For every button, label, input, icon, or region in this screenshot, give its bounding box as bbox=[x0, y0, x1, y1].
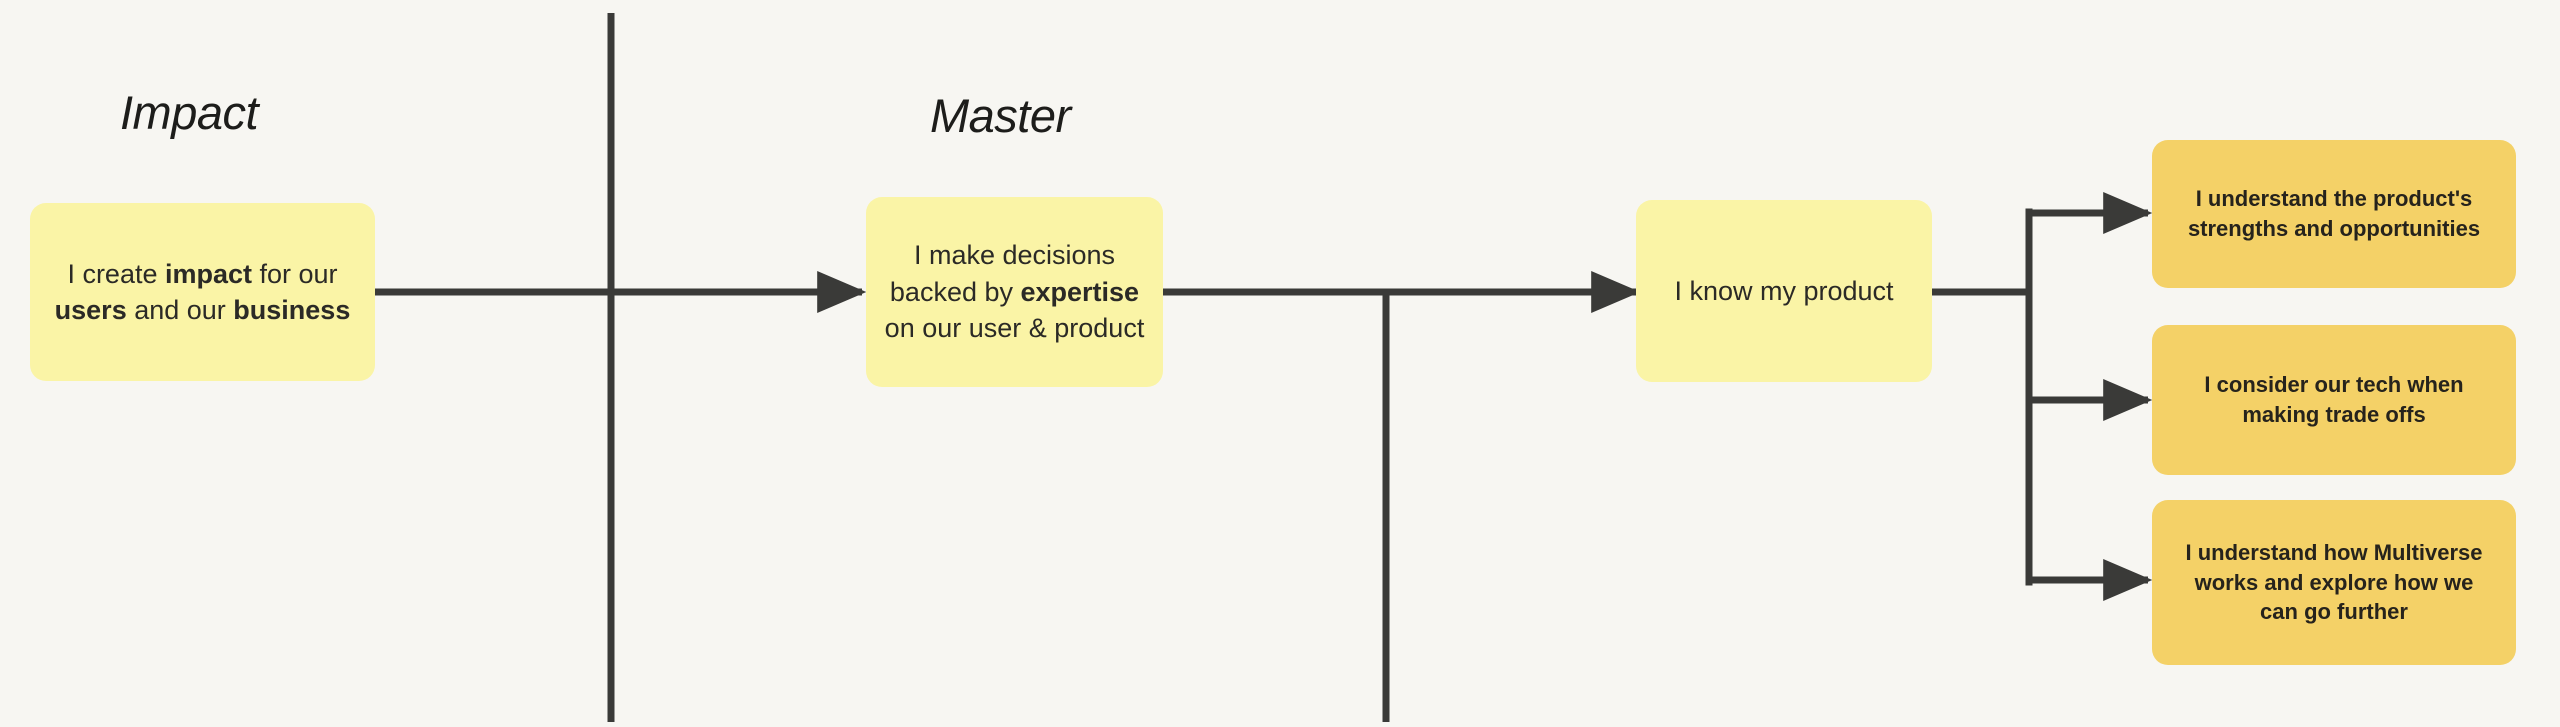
master-card[interactable]: I make decisions backed by expertise on … bbox=[866, 197, 1163, 387]
branch-card-2-text: I consider our tech when making trade of… bbox=[2204, 372, 2464, 427]
heading-impact: Impact bbox=[120, 86, 259, 139]
impact-card-text: I create impact for our users and our bu… bbox=[54, 258, 351, 325]
heading-master: Master bbox=[930, 89, 1071, 142]
branch-card-1-text: I understand the product's strengths and… bbox=[2187, 186, 2481, 241]
branch-card-3[interactable]: I understand how Multiverse works and ex… bbox=[2152, 500, 2516, 665]
branch-card-1[interactable]: I understand the product's strengths and… bbox=[2152, 140, 2516, 288]
know-product-card[interactable]: I know my product bbox=[1636, 200, 1932, 382]
branch-card-2[interactable]: I consider our tech when making trade of… bbox=[2152, 325, 2516, 475]
branch-card-3-text: I understand how Multiverse works and ex… bbox=[2185, 539, 2483, 625]
know-product-card-text: I know my product bbox=[1674, 275, 1894, 306]
master-card-text: I make decisions backed by expertise on … bbox=[884, 240, 1145, 344]
impact-card[interactable]: I create impact for our users and our bu… bbox=[30, 203, 375, 381]
